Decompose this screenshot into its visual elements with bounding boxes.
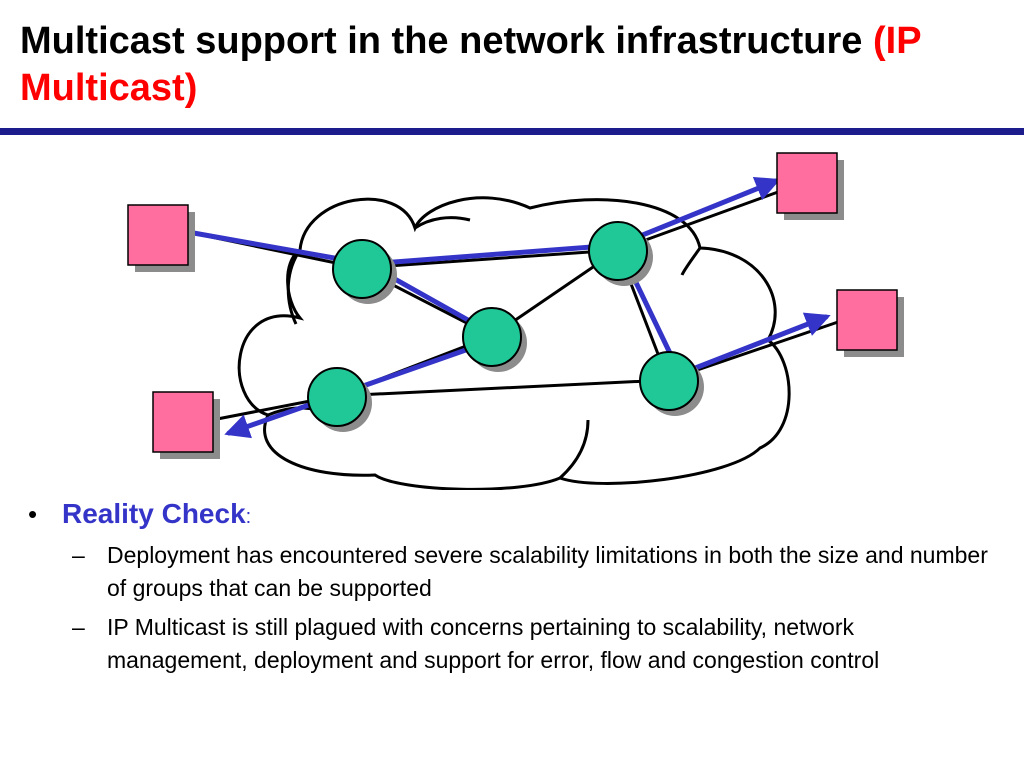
page-title: Multicast support in the network infrast… — [20, 18, 1000, 112]
sub-bullet-item: – Deployment has encountered severe scal… — [72, 539, 998, 605]
router-node — [462, 307, 527, 372]
sub-bullet-marker: – — [72, 542, 85, 568]
title-accent: (IP Multicast) — [20, 20, 921, 109]
host-node-receiver — [776, 152, 844, 220]
host-node-receiver — [152, 391, 220, 459]
host-node-source — [127, 204, 195, 272]
bullet-list: • Reality Check: – Deployment has encoun… — [28, 494, 998, 683]
sub-bullet-text: IP Multicast is still plagued with conce… — [107, 614, 880, 673]
sub-bullet-marker: – — [72, 614, 85, 640]
router-node — [332, 239, 397, 304]
sub-bullet-item: – IP Multicast is still plagued with con… — [72, 611, 998, 677]
hosts — [127, 152, 904, 459]
multicast-path-top — [185, 176, 781, 267]
multicast-diagram — [127, 152, 904, 490]
bullet-marker: • — [28, 499, 38, 529]
bullet-heading: Reality Check — [62, 498, 246, 529]
router-node — [588, 221, 653, 286]
router-node — [639, 351, 704, 416]
title-main: Multicast support in the network infrast… — [20, 20, 863, 62]
bullet-heading-colon: : — [245, 506, 252, 528]
host-node-receiver — [836, 289, 904, 357]
title-rule — [0, 128, 1024, 135]
routers — [307, 221, 704, 432]
sub-bullet-text: Deployment has encountered severe scalab… — [107, 542, 988, 601]
router-node — [307, 367, 372, 432]
bullet-item: • Reality Check: — [28, 494, 998, 537]
